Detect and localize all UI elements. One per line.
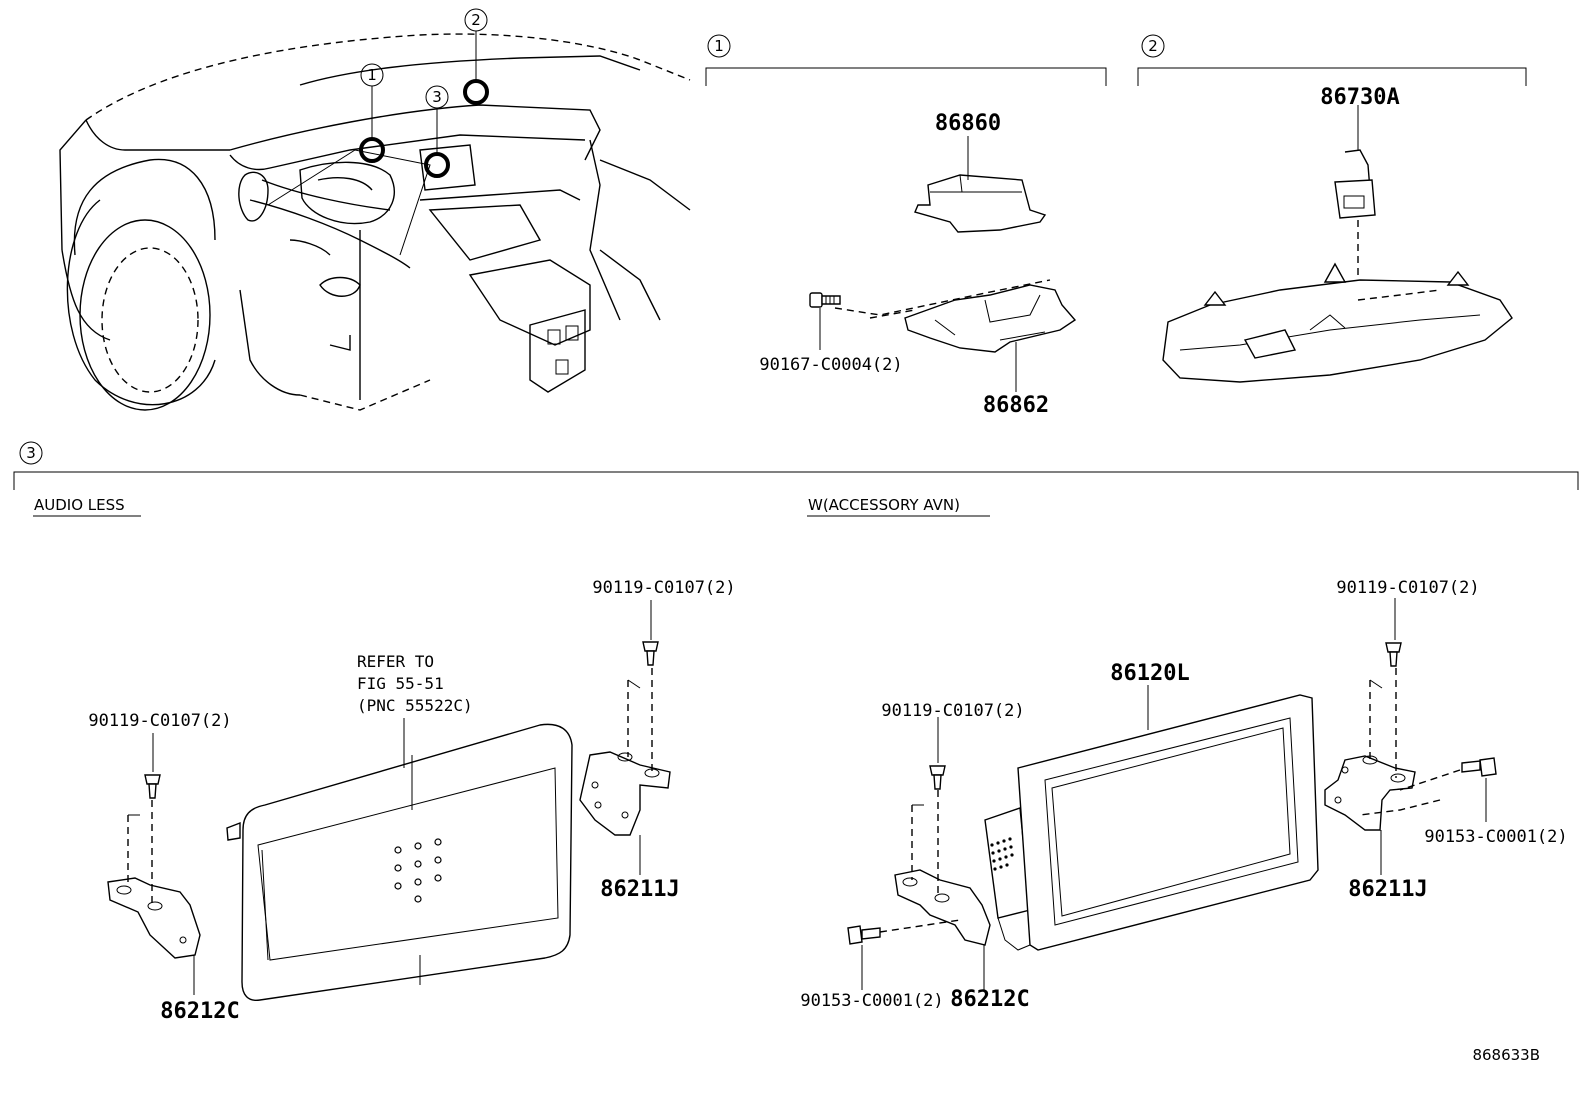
part-number-86862[interactable]: 86862 bbox=[983, 393, 1049, 418]
variant-accessory-avn: W(ACCESSORY AVN) bbox=[808, 496, 960, 514]
antenna-86730a bbox=[1334, 105, 1376, 300]
section-2-label: 2 bbox=[1148, 37, 1158, 55]
bolt-90153-bottom bbox=[847, 925, 881, 945]
roof-console-housing bbox=[1162, 262, 1513, 383]
part-number-90119-c0107-audio-left[interactable]: 90119-C0107(2) bbox=[88, 711, 231, 731]
section-2-bracket bbox=[1137, 67, 1527, 86]
section-3-bracket bbox=[13, 471, 1579, 490]
part-number-90119-c0107-audio-right[interactable]: 90119-C0107(2) bbox=[592, 578, 735, 598]
part-number-86120l[interactable]: 86120L bbox=[1110, 661, 1189, 686]
refer-note-line3: (PNC 55522C) bbox=[357, 696, 473, 715]
callout-3: 3 bbox=[432, 88, 442, 106]
part-number-86212c-audio[interactable]: 86212C bbox=[160, 999, 239, 1024]
callout-1: 1 bbox=[367, 66, 377, 84]
audio-less-blank-panel bbox=[226, 723, 573, 1002]
section-3-marker bbox=[19, 441, 43, 465]
bolt-90167 bbox=[809, 292, 841, 308]
section-1-bracket bbox=[705, 67, 1107, 86]
part-number-86211j-avn[interactable]: 86211J bbox=[1348, 877, 1427, 902]
part-number-90119-c0107-avn-right[interactable]: 90119-C0107(2) bbox=[1336, 578, 1479, 598]
vehicle-interior-illustration bbox=[59, 8, 691, 411]
screw-90119-mid bbox=[929, 765, 946, 790]
figure-code: 868633B bbox=[1472, 1046, 1540, 1064]
bracket-86211j-right bbox=[1324, 755, 1416, 831]
part-number-86212c-avn[interactable]: 86212C bbox=[950, 987, 1029, 1012]
part-number-90167-c0004[interactable]: 90167-C0004(2) bbox=[759, 355, 902, 375]
section-2-marker bbox=[1141, 34, 1165, 58]
part-number-90153-c0001-avn-right[interactable]: 90153-C0001(2) bbox=[1424, 827, 1567, 847]
section-3-label: 3 bbox=[26, 444, 36, 462]
bracket-86212c-left bbox=[107, 877, 201, 959]
callout-2: 2 bbox=[471, 11, 481, 29]
section-1-label: 1 bbox=[714, 37, 724, 55]
part-number-86860[interactable]: 86860 bbox=[935, 111, 1001, 136]
screw-90119-right bbox=[1385, 642, 1402, 667]
variant-audio-less: AUDIO LESS bbox=[34, 496, 125, 514]
refer-note-line2: FIG 55-51 bbox=[357, 674, 444, 693]
bracket-86211j-left bbox=[579, 751, 671, 836]
airbag-sensor-86860 bbox=[914, 174, 1047, 233]
bracket-86212c-right bbox=[894, 869, 991, 946]
screw-90119-leftright bbox=[642, 641, 659, 666]
refer-note-line1: REFER TO bbox=[357, 652, 434, 671]
part-number-90119-c0107-avn-left[interactable]: 90119-C0107(2) bbox=[881, 701, 1024, 721]
bolt-90153-right bbox=[1461, 757, 1497, 777]
part-number-86211j-audio[interactable]: 86211J bbox=[600, 877, 679, 902]
part-number-86730a[interactable]: 86730A bbox=[1320, 85, 1399, 110]
screw-90119-left bbox=[144, 774, 161, 799]
display-unit-86120l bbox=[984, 694, 1319, 951]
sensor-bracket-86862 bbox=[904, 284, 1077, 353]
part-number-90153-c0001-avn-bottom[interactable]: 90153-C0001(2) bbox=[800, 991, 943, 1011]
section-1-marker bbox=[707, 34, 731, 58]
